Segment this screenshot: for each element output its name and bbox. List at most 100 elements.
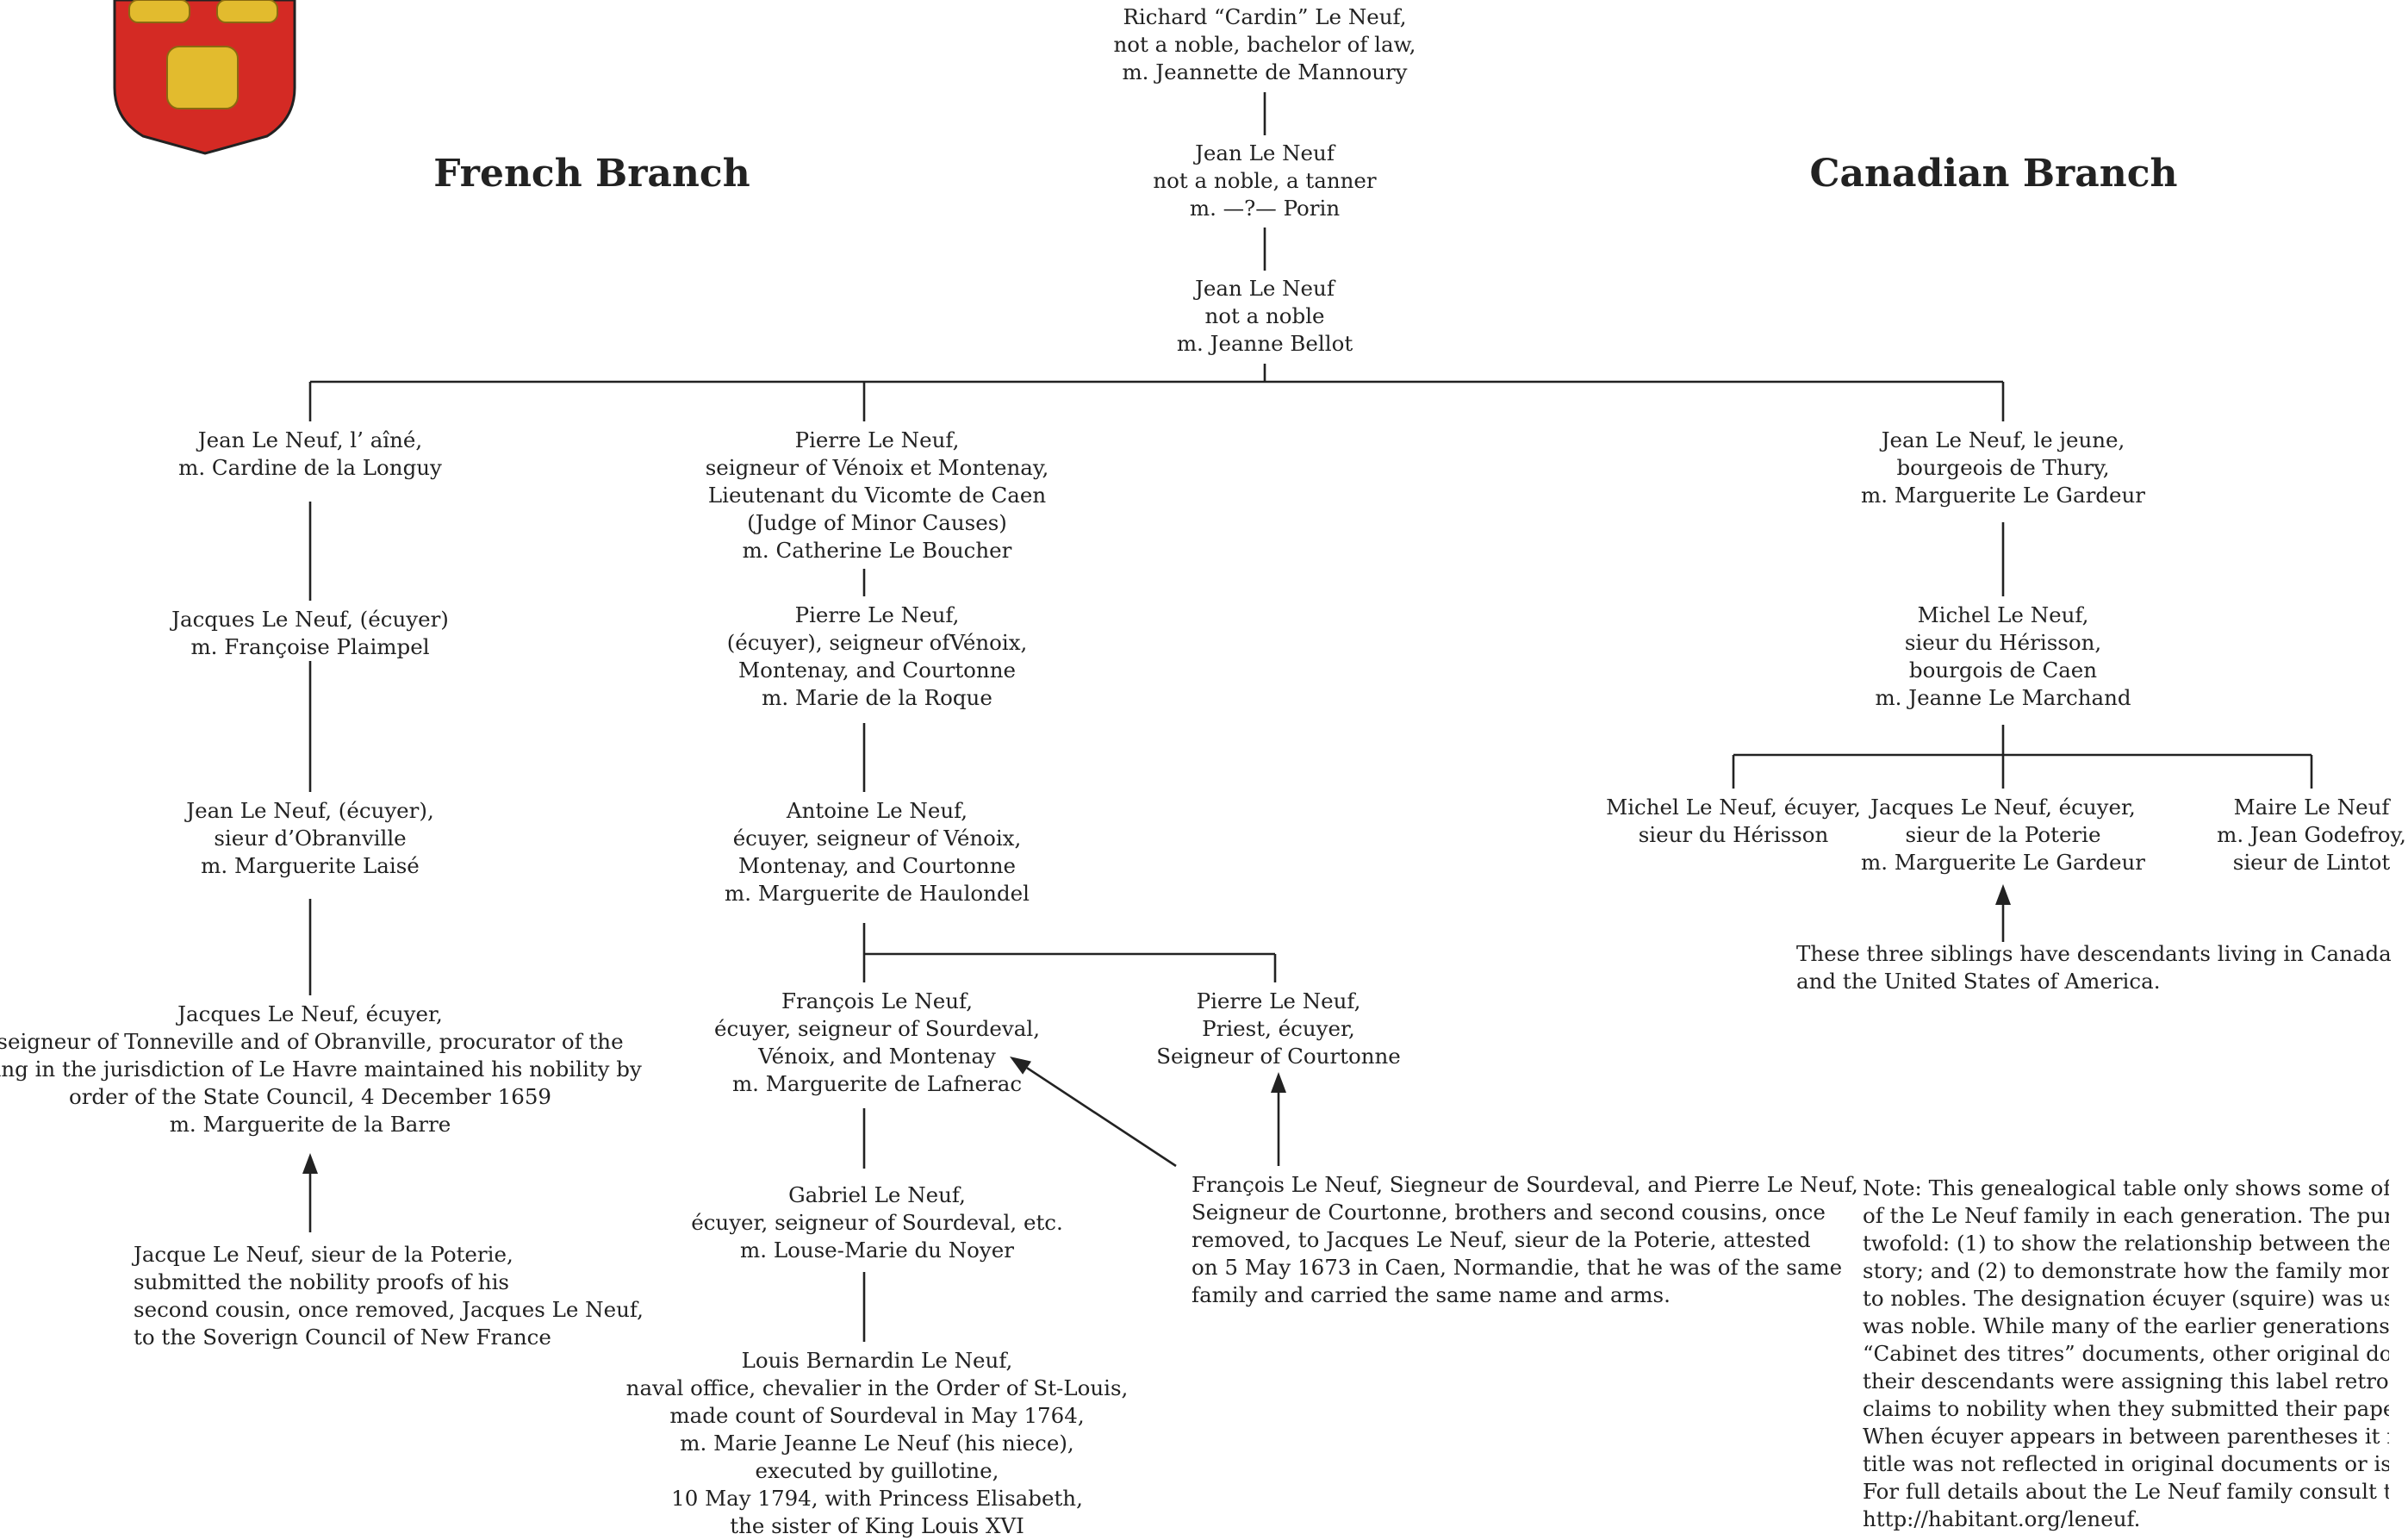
person-node-line: sieur de la Poterie (1905, 822, 2101, 847)
person-node-antoine: Antoine Le Neuf, écuyer, seigneur of Véno… (725, 797, 1030, 907)
person-node-line: Montenay, and Courtonne (737, 853, 1016, 878)
arrowhead-icon (302, 1153, 318, 1174)
canadian-branch-title: Canadian Branch (1809, 152, 2178, 196)
person-node-line: Jean Le Neuf (1195, 276, 1335, 301)
person-node-line: m. Marie Jeanne Le Neuf (his niece), (680, 1431, 1074, 1456)
annotation-line: Seigneur de Courtonne, brothers and seco… (1192, 1200, 1826, 1225)
person-node-line: Jean Le Neuf (1195, 140, 1335, 165)
annotation-line: to the Soverign Council of New France (134, 1325, 551, 1350)
person-node-line: m. Françoise Plaimpel (190, 634, 430, 659)
person-node-line: m. Marguerite Le Gardeur (1861, 850, 2145, 875)
arrow-shaft (1026, 1067, 1177, 1168)
person-node-line: seigneur of Vénoix et Montenay, (705, 455, 1049, 480)
person-node-line: Lieutenant du Vicomte de Caen (707, 483, 1047, 508)
person-node-line: Seigneur of Courtonne (1156, 1044, 1401, 1069)
person-node-francois-sourdeval: François Le Neuf,écuyer, seigneur of Sou… (714, 988, 1040, 1098)
annotation-line: on 5 May 1673 in Caen, Normandie, that h… (1192, 1255, 1843, 1280)
person-node-line: Jacques Le Neuf, écuyer, (1870, 795, 2136, 820)
person-node-line: Jacques Le Neuf, écuyer, (177, 1001, 443, 1026)
person-node-line: Jean Le Neuf, (écuyer), (186, 798, 434, 823)
person-node-jean-aine: Jean Le Neuf, l’ aîné, m. Cardine de la L… (178, 427, 442, 482)
annotation-line: Jacque Le Neuf, sieur de la Poterie, (134, 1242, 513, 1267)
annotation-attestation-1673: François Le Neuf, Siegneur de Sourdeval,… (1192, 1171, 1858, 1309)
person-node-line: 10 May 1794, with Princess Elisabeth, (671, 1486, 1083, 1511)
person-node-line: not a noble, bachelor of law, (1113, 32, 1416, 57)
person-node-line: sieur de Lintot (2232, 850, 2391, 875)
person-node-line: Antoine Le Neuf, (786, 798, 968, 823)
person-node-line: made count of Sourdeval in May 1764, (669, 1403, 1085, 1428)
person-node-line: Vénoix, and Montenay (758, 1044, 996, 1069)
person-node-line: seigneur of Tonneville and of Obranville… (0, 1029, 624, 1054)
person-node-line: m. Cardine de la Longuy (178, 455, 442, 480)
person-node-line: Montenay, and Courtonne (737, 658, 1016, 683)
person-node-line: King in the jurisdiction of Le Havre mai… (0, 1057, 642, 1082)
person-node-line: m. Marguerite de Lafnerac (731, 1071, 1023, 1096)
person-node-jacques-tonneville: Jacques Le Neuf, écuyer, seigneur of Tonn… (0, 1001, 642, 1138)
annotation-line: of the Le Neuf family in each generation… (1863, 1203, 2389, 1228)
person-node-line: Jean Le Neuf, l’ aîné, (197, 427, 423, 452)
arrow-group (302, 884, 2011, 1174)
annotation-line: their descendants were assigning this la… (1863, 1369, 2389, 1393)
person-node-jean-tanner: Jean Le Neuf not a noble, a tanner m. —?— … (1153, 140, 1376, 222)
person-node-line: Priest, écuyer, (1202, 1016, 1355, 1041)
annotation-line: to nobles. The designation écuyer (squir… (1863, 1286, 2389, 1311)
annotation-line: story; and (2) to demonstrate how the fa… (1863, 1258, 2389, 1283)
person-node-line: Louis Bernardin Le Neuf, (741, 1348, 1013, 1373)
genealogy-note: Note: This genealogical table only shows… (1863, 1175, 2389, 1533)
person-node-line: (écuyer), seigneur ofVénoix, (726, 630, 1028, 655)
annotation-line: and the United States of America. (1796, 969, 2161, 994)
annotation-line: When écuyer appears in between parenthes… (1863, 1424, 2389, 1449)
annotation-nobility-proofs: Jacque Le Neuf, sieur de la Poterie,subm… (134, 1241, 644, 1351)
person-node-line: not a noble, a tanner (1153, 168, 1377, 193)
person-node-line: écuyer, seigneur of Vénoix, (732, 826, 1022, 851)
person-node-line: Richard “Cardin” Le Neuf, (1123, 4, 1407, 29)
person-node-jacques-poterie: Jacques Le Neuf, écuyer,sieur de la Pote… (1861, 794, 2145, 876)
person-node-line: Michel Le Neuf, (1917, 602, 2089, 627)
annotation-line: was noble. While many of the earlier gen… (1863, 1313, 2389, 1338)
annotation-line: These three siblings have descendants li… (1796, 941, 2392, 966)
person-node-line: sieur du Hérisson, (1904, 630, 2102, 655)
annotation-line: second cousin, once removed, Jacques Le … (134, 1297, 644, 1322)
person-node-line: Pierre Le Neuf, (1196, 988, 1361, 1013)
annotation-line: For full details about the Le Neuf famil… (1863, 1479, 2389, 1504)
person-node-line: sieur d’Obranville (214, 826, 407, 851)
person-node-line: bourgois de Caen (1908, 658, 2098, 683)
person-node-line: m. Marguerite de Haulondel (725, 881, 1030, 906)
person-node-line: Jacques Le Neuf, (écuyer) (171, 607, 449, 632)
person-node-jean-jeune: Jean Le Neuf, le jeune,bourgeois de Thur… (1861, 427, 2145, 509)
person-node-michel-herisson: Michel Le Neuf, sieur du Hérisson, bourgoi… (1875, 602, 2131, 712)
person-node-gabriel: Gabriel Le Neuf,écuyer, seigneur of Sour… (691, 1181, 1063, 1264)
person-node-line: m. Jeanne Bellot (1176, 331, 1353, 356)
person-node-line: m. —?— Porin (1189, 196, 1341, 221)
french-branch-title: French Branch (433, 152, 750, 196)
person-node-line: m. Marguerite Le Gardeur (1861, 483, 2145, 508)
person-node-line: (Judge of Minor Causes) (747, 510, 1007, 535)
person-node-line: Michel Le Neuf, écuyer, (1606, 795, 1861, 820)
person-node-line: not a noble (1204, 303, 1325, 328)
person-node-michel-ecuyer: Michel Le Neuf, écuyer,sieur du Hérisson (1606, 794, 1861, 849)
annotation-line: submitted the nobility proofs of his (134, 1269, 509, 1294)
person-node-line: Jean Le Neuf, le jeune, (1881, 427, 2125, 452)
annotation-line: removed, to Jacques Le Neuf, sieur de la… (1192, 1227, 1811, 1252)
person-node-line: Pierre Le Neuf, (794, 427, 960, 452)
person-node-pierre-priest: Pierre Le Neuf, Priest, écuyer, Seigneur o… (1156, 988, 1401, 1070)
person-node-line: m. Jeanne Le Marchand (1875, 685, 2131, 710)
annotation-line: Note: This genealogical table only shows… (1863, 1175, 2389, 1200)
person-node-line: m. Jeannette de Mannoury (1122, 59, 1408, 84)
person-node-jacques-plaimpel: Jacques Le Neuf, (écuyer)m. Françoise Pl… (171, 606, 449, 661)
person-node-line: écuyer, seigneur of Sourdeval, etc. (691, 1210, 1063, 1235)
person-node-louis-bernardin: Louis Bernardin Le Neuf,naval office, ch… (626, 1347, 1129, 1540)
annotation-line: title was not reflected in original docu… (1863, 1451, 2389, 1476)
annotation-line: claims to nobility when they submitted t… (1863, 1396, 2389, 1421)
arrowhead-icon (1995, 884, 2011, 905)
person-node-line: m. Louse-Marie du Noyer (740, 1238, 1014, 1263)
person-node-line: sieur du Hérisson (1638, 822, 1829, 847)
person-node-line: naval office, chevalier in the Order of … (625, 1375, 1129, 1400)
coat-of-arms-shield-icon (113, 0, 296, 155)
annotation-three-siblings: These three siblings have descendants li… (1796, 940, 2392, 995)
person-node-pierre-roque: Pierre Le Neuf,(écuyer), seigneur ofVéno… (727, 602, 1028, 712)
annotation-line: family and carried the same name and arm… (1192, 1282, 1671, 1307)
